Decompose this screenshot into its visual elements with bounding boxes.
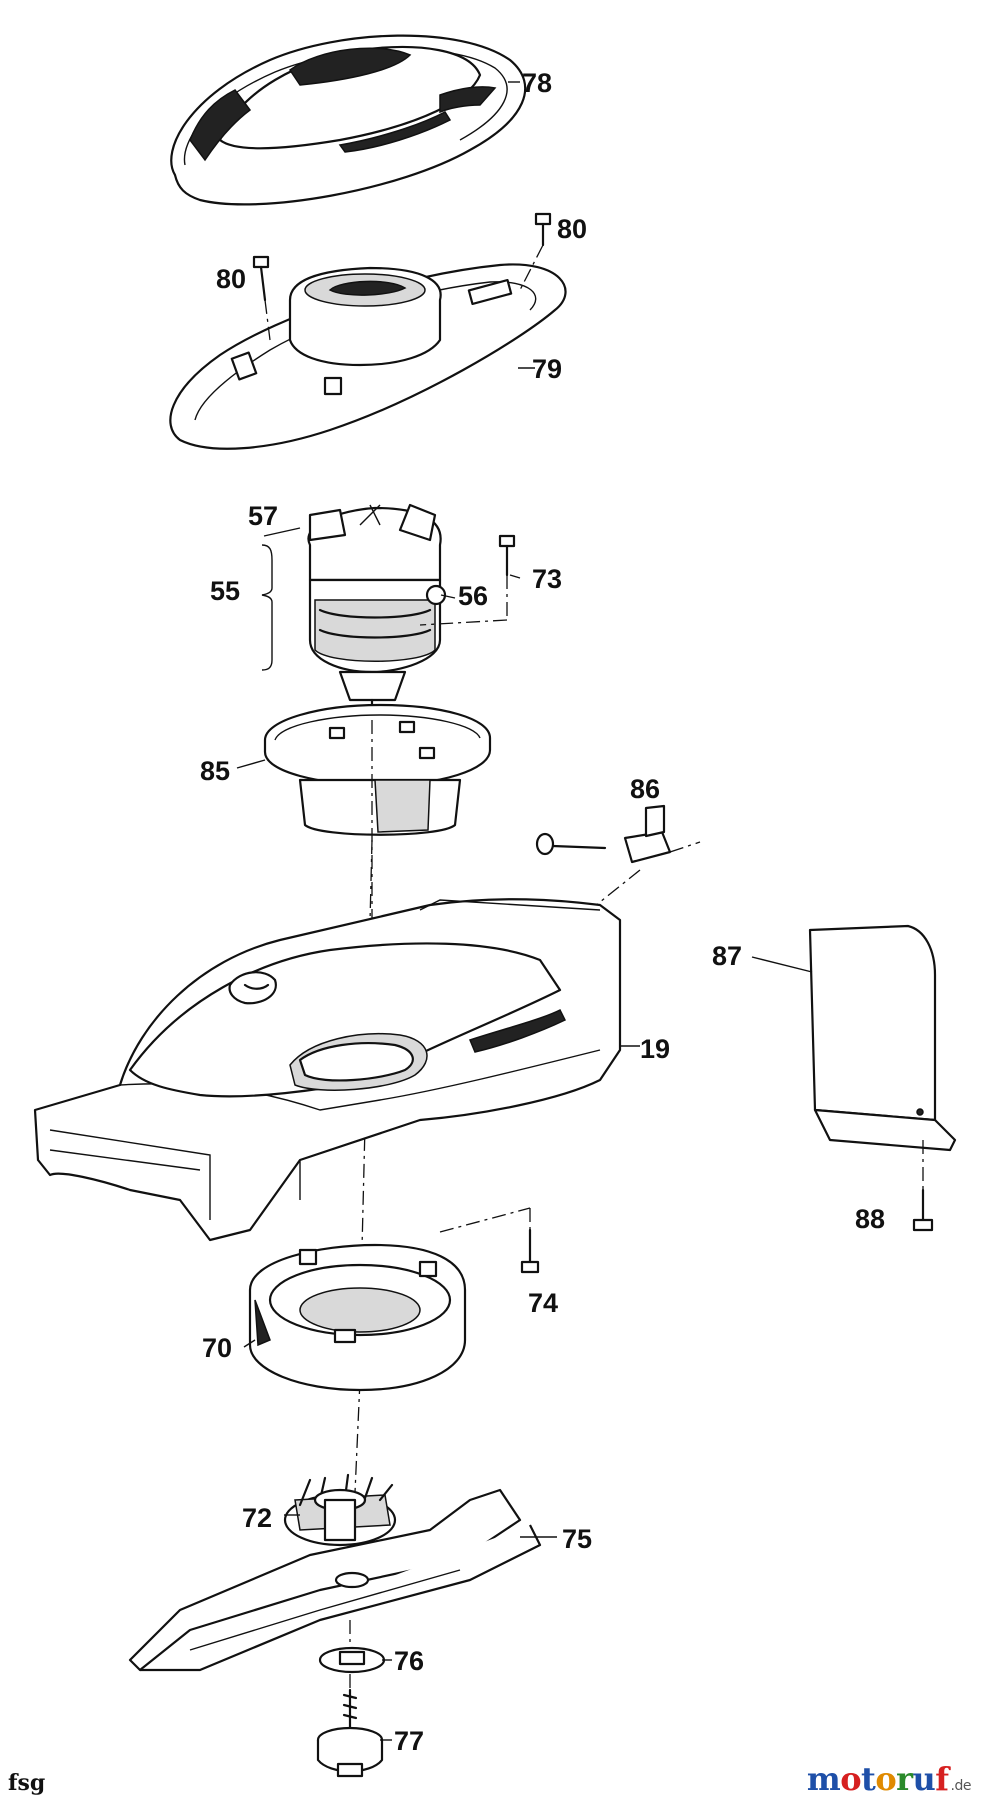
label-85: 85 [200,756,230,786]
label-19: 19 [640,1034,670,1064]
part-72-fan [283,1473,397,1547]
label-77: 77 [394,1726,424,1756]
label-73: 73 [532,564,562,594]
leader-lines [236,81,813,1741]
label-87: 87 [712,941,742,971]
label-80-left: 80 [216,264,246,294]
label-88: 88 [855,1204,885,1234]
label-75: 75 [562,1524,592,1554]
brand-letter: r [896,1760,913,1798]
screw-88 [912,1140,934,1232]
screw-73 [419,534,516,626]
brand-letter: m [806,1760,841,1798]
bracket-55 [261,544,273,671]
label-72: 72 [242,1503,272,1533]
screw-80-right [519,212,552,291]
part-78-top-cover [170,34,527,206]
label-57: 57 [248,501,278,531]
part-77-bolt [316,1688,384,1778]
brand-logo: motoruf.de [806,1760,972,1798]
label-55: 55 [210,576,240,606]
brand-letter: u [912,1760,936,1798]
label-86: 86 [630,774,660,804]
brand-letter: o [875,1760,897,1798]
part-70-ring [248,1243,467,1392]
brand-letter: t [861,1760,876,1798]
label-70: 70 [202,1333,232,1363]
part-55-motor [307,503,447,722]
brand-letter: o [840,1760,862,1798]
label-74: 74 [528,1288,558,1318]
part-79-housing [169,263,567,450]
part-76-washer [318,1646,386,1674]
label-56: 56 [458,581,488,611]
brand-letter: f [935,1760,949,1798]
screw-74 [439,1207,540,1274]
part-87-flap [808,924,957,1152]
part-86-bracket [535,804,701,911]
label-80-right: 80 [557,214,587,244]
label-79: 79 [532,354,562,384]
part-19-deck [33,898,622,1242]
part-75-blade [128,1488,542,1672]
part-85-motor-base [263,703,492,836]
label-76: 76 [394,1646,424,1676]
label-78: 78 [522,68,552,98]
brand-tld: .de [950,1778,972,1794]
diagram-code: fsg [8,1770,46,1796]
screw-80-left [252,255,271,341]
